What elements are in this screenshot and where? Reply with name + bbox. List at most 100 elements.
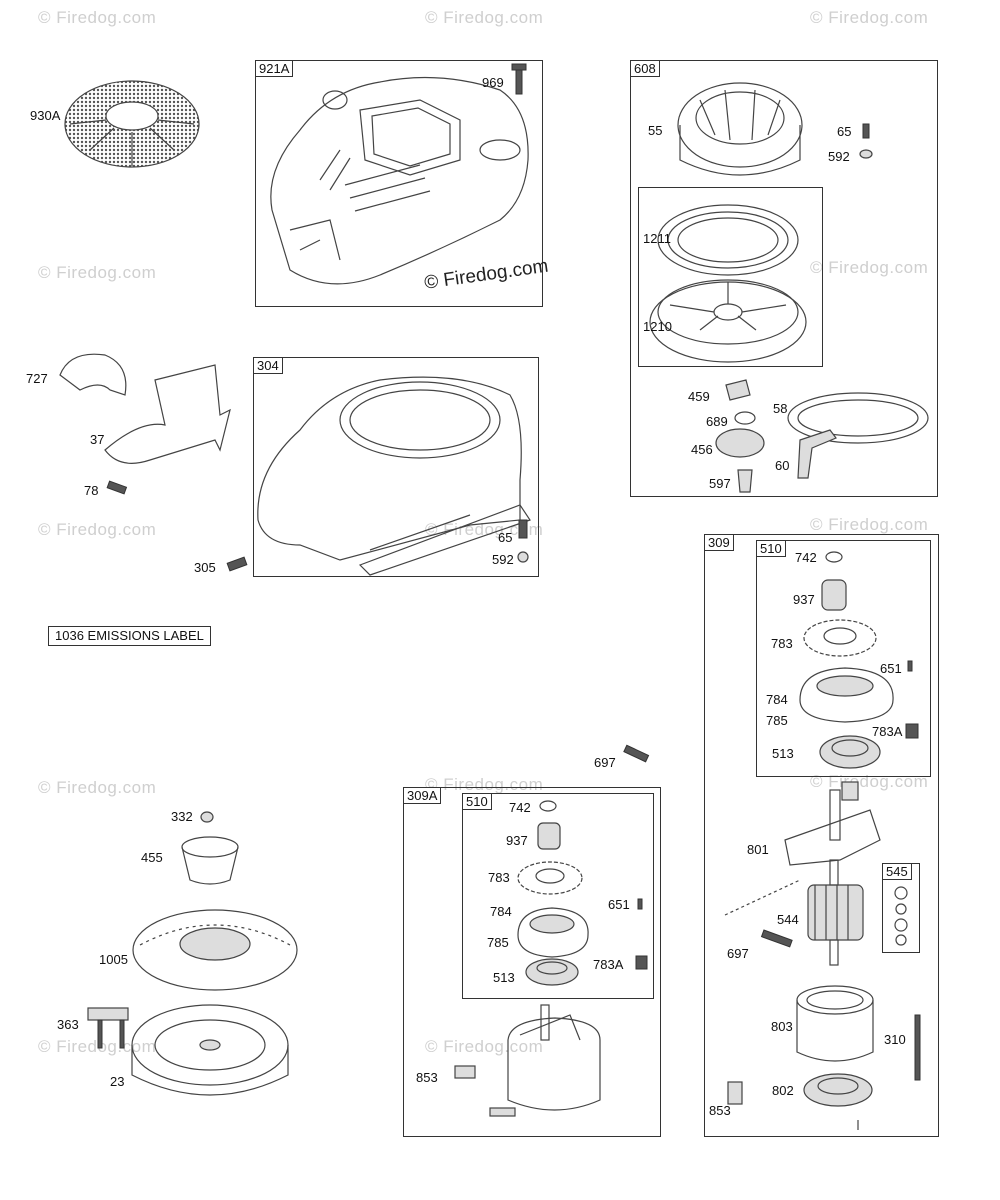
part-label-785: 785	[766, 713, 788, 728]
part-label-65: 65	[837, 124, 852, 139]
pin-651b	[637, 898, 643, 910]
screen-930A	[64, 80, 200, 168]
part-label-853: 853	[709, 1103, 731, 1118]
group-tag-608: 608	[630, 60, 660, 77]
part-label-65: 65	[498, 530, 513, 545]
armature-544	[807, 859, 864, 966]
part-label-783: 783	[488, 870, 510, 885]
part-label-853: 853	[416, 1070, 438, 1085]
part-label-456: 456	[691, 442, 713, 457]
watermark: © Firedog.com	[38, 778, 157, 797]
housing-803	[796, 985, 874, 1062]
cap-783Aa	[905, 723, 919, 739]
cap-783Ab	[635, 955, 648, 970]
group-tag-545: 545	[882, 863, 912, 880]
part-label-802: 802	[772, 1083, 794, 1098]
end-cap-802	[803, 1073, 873, 1130]
part-label-783: 783	[771, 636, 793, 651]
part-label-689: 689	[706, 414, 728, 429]
blower-housing-921A	[270, 76, 529, 285]
flywheel-23	[131, 1004, 289, 1096]
part-label-742: 742	[509, 800, 531, 815]
part-label-305: 305	[194, 560, 216, 575]
watermark: © Firedog.com	[38, 8, 157, 27]
group-box-921A	[255, 60, 543, 307]
watermark: © Firedog.com	[425, 775, 544, 794]
group-box-510-b	[462, 793, 654, 999]
group-tag-304: 304	[253, 357, 283, 374]
watermark: © Firedog.com	[425, 1037, 544, 1056]
starter-housing-55	[677, 82, 803, 176]
part-label-78: 78	[84, 483, 99, 498]
handle-60	[797, 429, 837, 479]
part-label-697: 697	[727, 946, 749, 961]
cup-455	[181, 836, 239, 885]
screw-65b	[862, 123, 870, 139]
spring-1211	[657, 204, 799, 276]
watermark: © Firedog.com	[38, 263, 157, 282]
emissions-label: 1036 EMISSIONS LABEL	[48, 626, 211, 646]
part-label-592: 592	[828, 149, 850, 164]
clip-742a	[825, 551, 843, 563]
watermark: © Firedog.com	[810, 258, 929, 277]
gear-783b	[517, 861, 583, 895]
bracket-801	[784, 781, 881, 866]
part-label-783A: 783A	[872, 724, 903, 739]
starter-motor-309A	[489, 1004, 601, 1117]
part-label-592: 592	[492, 552, 514, 567]
nut-332	[200, 811, 214, 823]
pulley-1210	[649, 279, 807, 363]
group-tag-309A: 309A	[403, 787, 442, 804]
cover-727	[59, 353, 127, 396]
cover-784b	[517, 907, 589, 958]
brush-set-545	[894, 886, 908, 946]
part-label-697: 697	[594, 755, 616, 770]
pin-651a	[907, 660, 913, 672]
part-label-332: 332	[171, 809, 193, 824]
part-label-310: 310	[884, 1032, 906, 1047]
watermark: © Firedog.com	[810, 8, 929, 27]
watermark: © Firedog.com	[810, 515, 929, 534]
watermark: © Firedog.com	[425, 8, 544, 27]
watermark: © Firedog.com	[38, 520, 157, 539]
part-label-742: 742	[795, 550, 817, 565]
group-box-608-inner	[638, 187, 823, 367]
clutch-513b	[525, 958, 579, 986]
group-box-309A	[403, 787, 661, 1137]
group-box-510-a	[756, 540, 931, 777]
clip-742b	[539, 800, 557, 812]
rope-58	[787, 392, 929, 444]
watermark: © Firedog.com	[425, 520, 544, 539]
part-label-513: 513	[772, 746, 794, 761]
part-label-60: 60	[775, 458, 790, 473]
part-label-803: 803	[771, 1019, 793, 1034]
gear-783a	[803, 619, 877, 657]
helix-937b	[537, 822, 561, 850]
spring-689	[734, 411, 756, 425]
part-label-969: 969	[482, 75, 504, 90]
cover-784a	[799, 667, 894, 723]
connector-853a	[727, 1081, 743, 1105]
bolt-310	[914, 1014, 921, 1081]
part-label-785: 785	[487, 935, 509, 950]
part-label-784: 784	[766, 692, 788, 707]
bolt-697a	[623, 744, 650, 763]
bolt-697b	[724, 879, 801, 948]
group-tag-309: 309	[704, 534, 734, 551]
part-label-937: 937	[506, 833, 528, 848]
part-label-363: 363	[57, 1017, 79, 1032]
guard-37	[104, 364, 231, 464]
group-tag-921A: 921A	[255, 60, 294, 77]
group-box-309	[704, 534, 939, 1137]
screw-78	[106, 480, 128, 495]
part-label-513: 513	[493, 970, 515, 985]
mount-363	[87, 1007, 129, 1049]
part-label-23: 23	[110, 1074, 125, 1089]
retainer-456	[715, 428, 765, 458]
clutch-513a	[819, 735, 881, 769]
part-label-937: 937	[793, 592, 815, 607]
part-label-55: 55	[648, 123, 663, 138]
part-label-455: 455	[141, 850, 163, 865]
